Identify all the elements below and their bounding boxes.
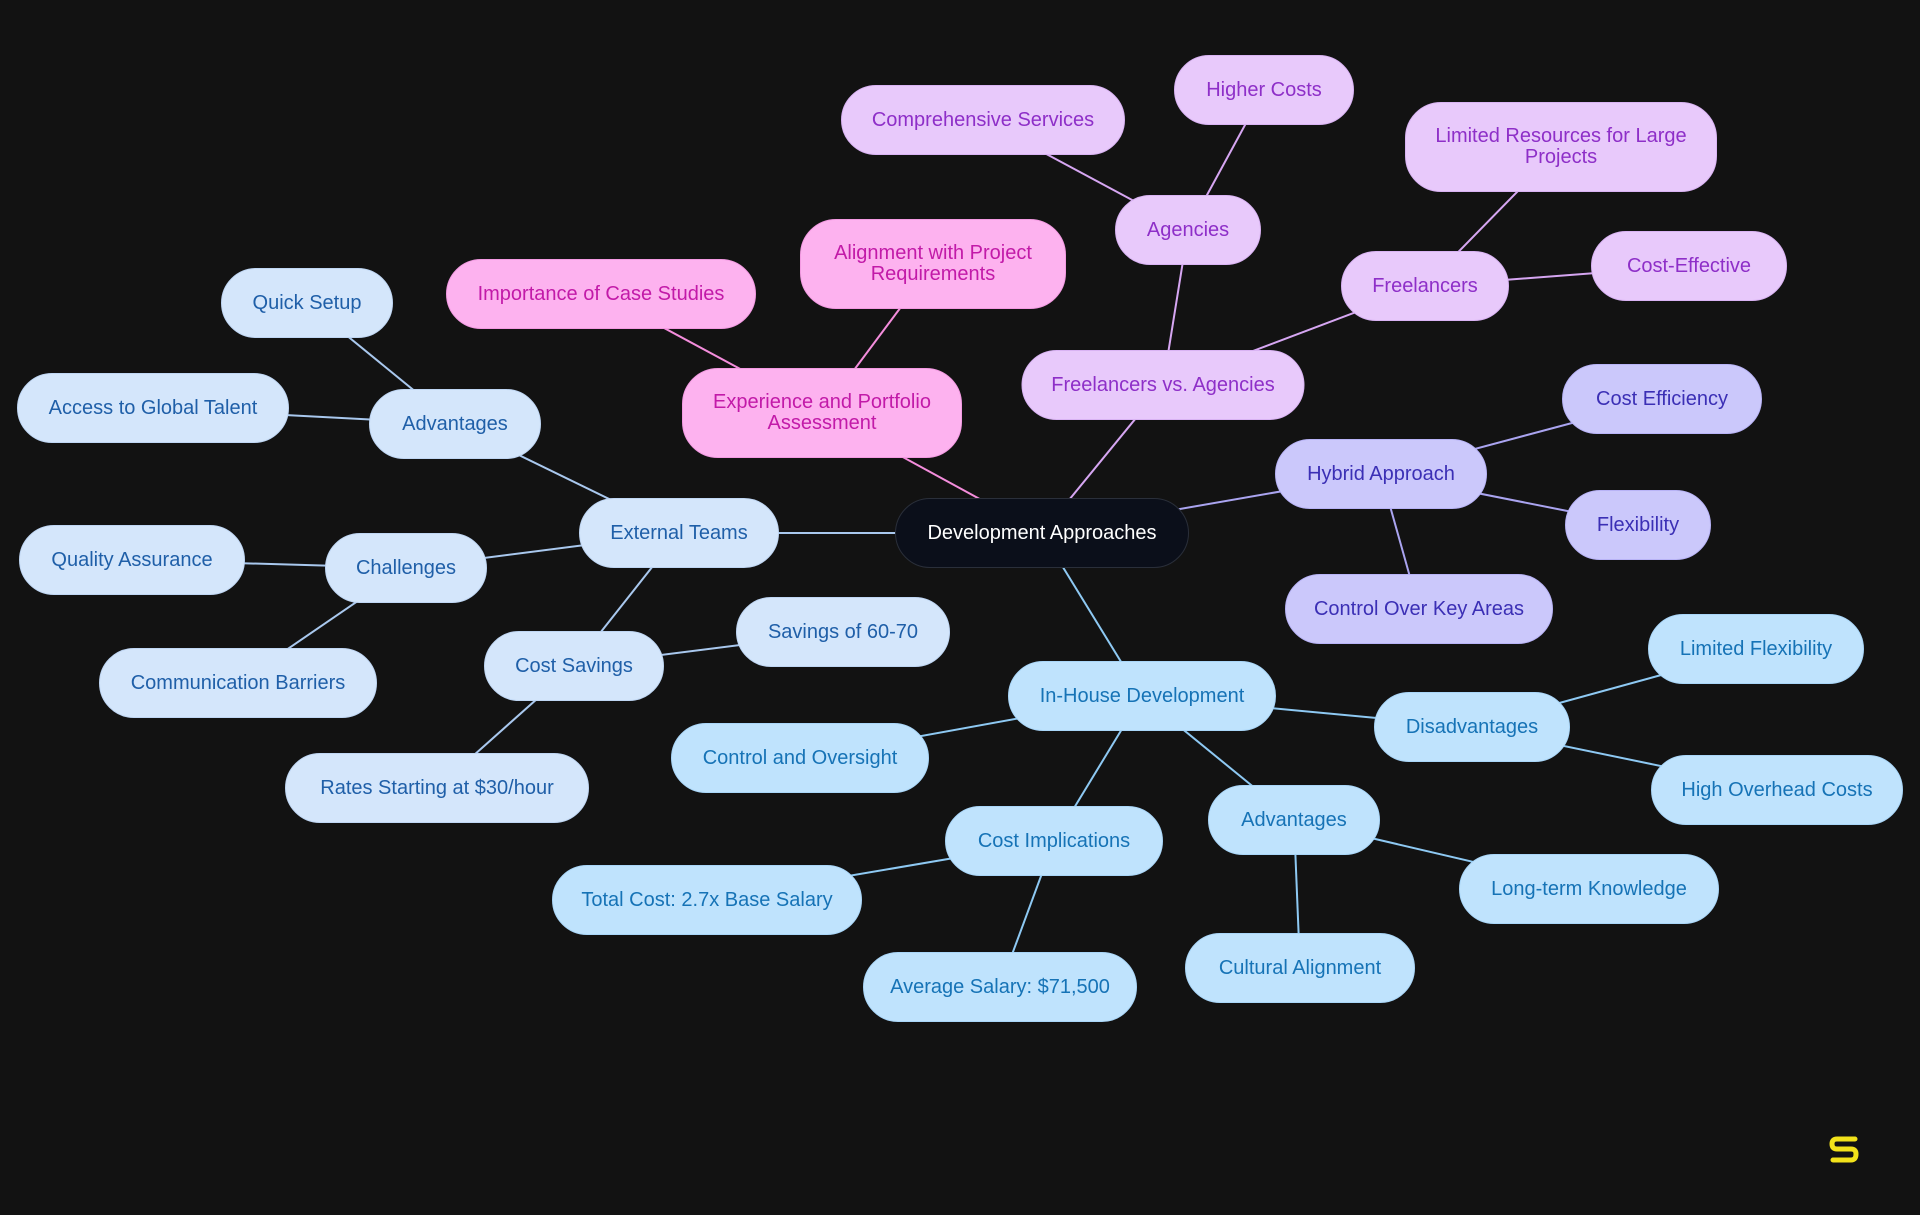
node-limited-flexibility[interactable]: Limited Flexibility	[1648, 614, 1864, 684]
node-freelancers[interactable]: Freelancers	[1341, 251, 1509, 321]
node-higher-costs[interactable]: Higher Costs	[1174, 55, 1354, 125]
node-global-talent[interactable]: Access to Global Talent	[17, 373, 289, 443]
node-quality-assurance[interactable]: Quality Assurance	[19, 525, 245, 595]
node-average-salary[interactable]: Average Salary: $71,500	[863, 952, 1137, 1022]
node-total-cost[interactable]: Total Cost: 2.7x Base Salary	[552, 865, 862, 935]
node-external-advantages[interactable]: Advantages	[369, 389, 541, 459]
node-cost-implications[interactable]: Cost Implications	[945, 806, 1163, 876]
node-cultural-alignment[interactable]: Cultural Alignment	[1185, 933, 1415, 1003]
node-cost-efficiency[interactable]: Cost Efficiency	[1562, 364, 1762, 434]
node-comprehensive-services[interactable]: Comprehensive Services	[841, 85, 1125, 155]
node-communication-barriers[interactable]: Communication Barriers	[99, 648, 377, 718]
node-flexibility[interactable]: Flexibility	[1565, 490, 1711, 560]
node-savings-60-70[interactable]: Savings of 60-70	[736, 597, 950, 667]
node-importance-case-studies[interactable]: Importance of Case Studies	[446, 259, 756, 329]
node-hybrid-approach[interactable]: Hybrid Approach	[1275, 439, 1487, 509]
node-challenges[interactable]: Challenges	[325, 533, 487, 603]
node-experience-portfolio[interactable]: Experience and Portfolio Assessment	[682, 368, 962, 458]
node-in-house-advantages[interactable]: Advantages	[1208, 785, 1380, 855]
node-alignment-requirements[interactable]: Alignment with Project Requirements	[800, 219, 1066, 309]
node-disadvantages[interactable]: Disadvantages	[1374, 692, 1570, 762]
root-node-development-approaches[interactable]: Development Approaches	[895, 498, 1189, 568]
node-rates-starting[interactable]: Rates Starting at $30/hour	[285, 753, 589, 823]
node-long-term-knowledge[interactable]: Long-term Knowledge	[1459, 854, 1719, 924]
node-control-oversight[interactable]: Control and Oversight	[671, 723, 929, 793]
node-cost-effective[interactable]: Cost-Effective	[1591, 231, 1787, 301]
node-control-key-areas[interactable]: Control Over Key Areas	[1285, 574, 1553, 644]
brand-logo-icon	[1829, 1136, 1859, 1163]
node-external-teams[interactable]: External Teams	[579, 498, 779, 568]
node-high-overhead-costs[interactable]: High Overhead Costs	[1651, 755, 1903, 825]
node-agencies[interactable]: Agencies	[1115, 195, 1261, 265]
node-quick-setup[interactable]: Quick Setup	[221, 268, 393, 338]
node-limited-resources[interactable]: Limited Resources for Large Projects	[1405, 102, 1717, 192]
node-in-house-development[interactable]: In-House Development	[1008, 661, 1276, 731]
node-freelancers-vs-agencies[interactable]: Freelancers vs. Agencies	[1021, 350, 1305, 420]
node-cost-savings[interactable]: Cost Savings	[484, 631, 664, 701]
